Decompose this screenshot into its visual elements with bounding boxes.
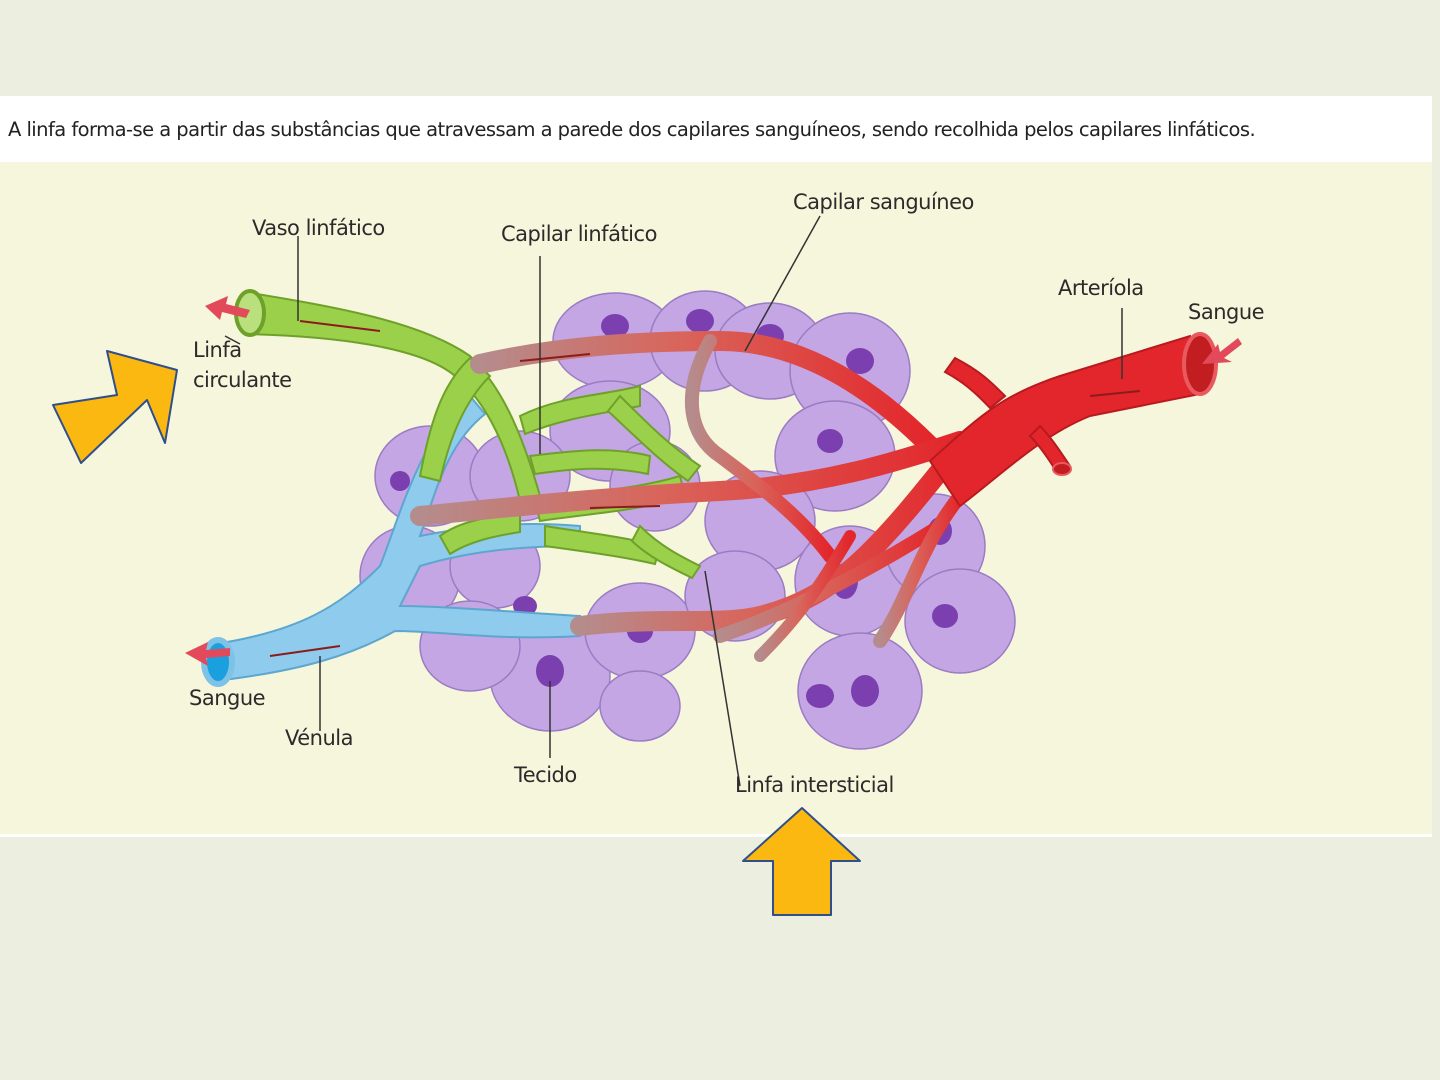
label-circulante: circulante [193, 368, 292, 392]
label-sangue-saida: Sangue [189, 686, 265, 710]
label-vaso-linfatico: Vaso linfático [252, 216, 385, 240]
label-sangue-entrada: Sangue [1188, 300, 1264, 324]
lymph-diagram-figure: A linfa forma-se a partir das substância… [0, 96, 1432, 837]
highlight-arrow-diagonal-icon [45, 345, 195, 475]
diagram-illustration [0, 96, 1432, 834]
highlight-arrow-up-icon [740, 805, 865, 920]
label-capilar-linfatico: Capilar linfático [501, 222, 657, 246]
label-capilar-sanguineo: Capilar sanguíneo [793, 190, 974, 214]
arteriole-vessel [930, 334, 1216, 506]
label-linfa-intersticial: Linfa intersticial [735, 773, 894, 797]
label-arteriola: Arteríola [1058, 276, 1144, 300]
label-linfa: Linfa [193, 338, 242, 362]
label-tecido: Tecido [514, 763, 577, 787]
label-venula: Vénula [285, 726, 353, 750]
